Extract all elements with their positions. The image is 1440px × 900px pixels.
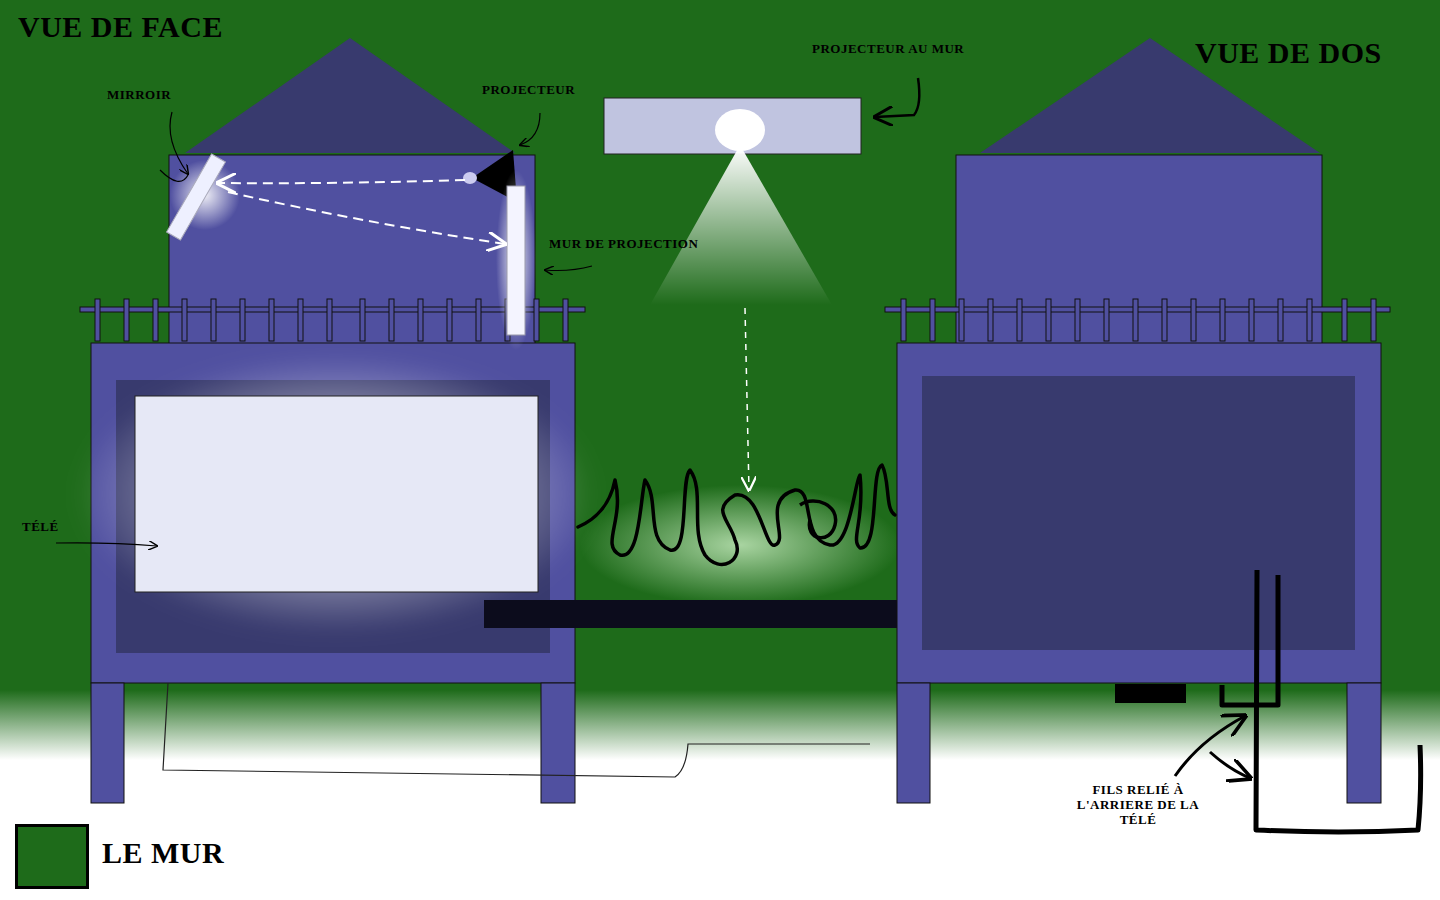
part-name: MIRROIR bbox=[107, 88, 171, 103]
view-title: VUE DE DOS bbox=[1195, 36, 1382, 71]
part-name: PROJECTEUR AU MUR bbox=[812, 42, 964, 57]
legend-text: LE MUR bbox=[102, 836, 224, 870]
view-title: VUE DE FACE bbox=[18, 10, 223, 45]
part-name: MUR DE PROJECTION bbox=[549, 237, 698, 252]
part-name: TÉLÉ bbox=[22, 520, 59, 535]
wire-note: FILS RELIÉ À L'ARRIERE DE LA TÉLÉ bbox=[1058, 783, 1218, 828]
part-name: PROJECTEUR bbox=[482, 83, 575, 98]
legend-swatch bbox=[15, 824, 89, 889]
